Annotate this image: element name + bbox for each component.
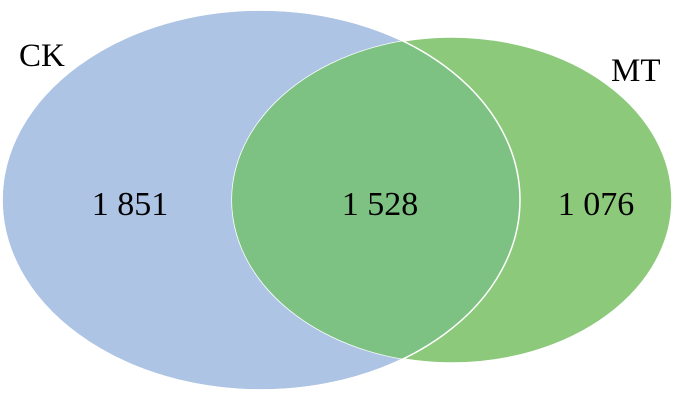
shared-count: 1 528 — [342, 186, 419, 223]
ck-set-label: CK — [19, 38, 65, 74]
mt-set-label: MT — [611, 53, 661, 89]
ck-only-count: 1 851 — [92, 186, 169, 223]
overlap-region — [232, 37, 520, 363]
ck-set-boundary — [1, 9, 521, 391]
mt-only-count: 1 076 — [558, 186, 635, 223]
